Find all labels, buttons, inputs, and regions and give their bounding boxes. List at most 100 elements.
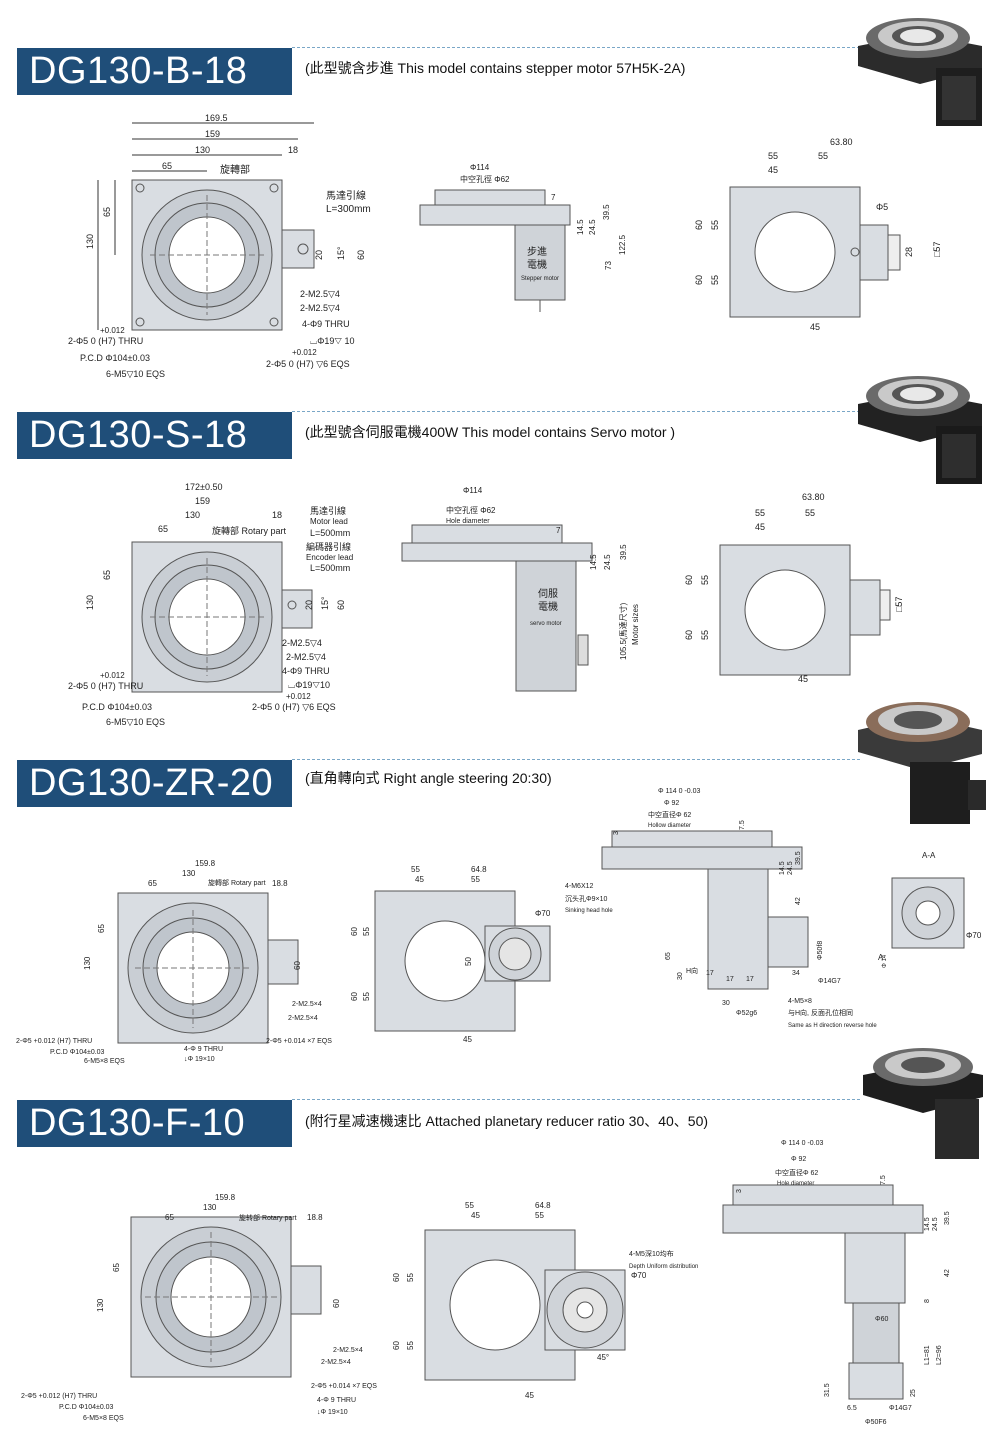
dimension-label: 55 xyxy=(805,508,815,518)
model-description: (此型號含步進 This model contains stepper moto… xyxy=(305,60,686,76)
dim-label: 169.5 xyxy=(205,113,228,123)
dimension-label: 39.5 xyxy=(619,544,628,560)
dimension-label: P.C.D Φ104±0.03 xyxy=(80,353,150,363)
dimension-label: 30 xyxy=(677,972,684,980)
dimension-label: Motor lead xyxy=(310,517,348,526)
dimension-label: □57 xyxy=(932,242,942,257)
dimension-label: 130 xyxy=(85,234,95,249)
dimension-label: 65 xyxy=(162,161,172,171)
dimension-label: 45 xyxy=(415,875,424,884)
dimension-label: 122.5 xyxy=(618,234,627,255)
dimension-label: 2-Φ5 +0.014 ×7 EQS xyxy=(266,1038,332,1045)
dimension-label: 2-Φ5 +0.012 (H7) THRU xyxy=(16,1038,92,1045)
dimension-label: 55 xyxy=(768,151,778,161)
dimension-label: 25 xyxy=(910,1389,917,1397)
dimension-label: Φ 114 0 -0.03 xyxy=(781,1140,824,1147)
product-photo xyxy=(858,702,986,824)
divider-line xyxy=(292,759,860,760)
dimension-label: 130 xyxy=(185,510,200,520)
dimension-label: 7.5 xyxy=(739,820,746,830)
dimension-label: 14.5 xyxy=(589,554,598,570)
dimension-label: 42 xyxy=(795,897,802,905)
dimension-label: 130 xyxy=(182,869,196,878)
dimension-label: 15° xyxy=(336,246,346,260)
divider-line xyxy=(292,1099,860,1100)
dimension-label: 65 xyxy=(148,879,157,888)
dimension-label: 4-Φ 9 THRU xyxy=(317,1397,356,1404)
model-title: DG130-S-18 xyxy=(17,412,292,459)
dimension-label: 7 xyxy=(556,526,561,535)
dimension-label: 63.80 xyxy=(830,137,853,147)
dimension-label: 電機 xyxy=(527,258,547,271)
side-view-drawing: Φ 114 0 -0.03 Φ 92 中空直径Φ 62 Hollow diame… xyxy=(601,788,877,1029)
dimension-label: L1=81 xyxy=(924,1345,931,1365)
top-view-drawing: 159.8 130 65 18.8 旋转部 Rotary part 65 130… xyxy=(21,1193,377,1422)
dimension-label: 65 xyxy=(102,570,112,580)
dimension-label: 2-Φ5 0 (H7) ▽6 EQS xyxy=(266,359,350,369)
dimension-label: 65 xyxy=(112,1263,121,1272)
dimension-label: 55 xyxy=(411,865,420,874)
dimension-label: 中空孔徑 Φ62 xyxy=(460,174,510,184)
dimension-label: 伺服 xyxy=(538,587,558,600)
dimension-label: 6.5 xyxy=(847,1405,857,1412)
dimension-label: 65 xyxy=(102,207,112,217)
model-title: DG130-B-18 xyxy=(17,48,292,95)
dimension-label: Φ60 xyxy=(875,1316,888,1323)
dimension-label: Encoder lead xyxy=(306,553,353,562)
dimension-label: 130 xyxy=(195,145,210,155)
dimension-label: 60 xyxy=(336,600,346,610)
dimension-label: 4-Φ9 THRU xyxy=(282,666,330,676)
dimension-label: 60 xyxy=(332,1299,341,1308)
dimension-label: 24.5 xyxy=(603,554,612,570)
dimension-label: Φ50f8 xyxy=(817,941,824,960)
dimension-label: 39.5 xyxy=(795,851,802,865)
dimension-label: Depth Uniform distribution xyxy=(629,1264,698,1270)
bottom-view-drawing: 55 45 64.8 55 60 55 60 55 50 45 Φ70 4-M6… xyxy=(350,865,613,1044)
dimension-label: 42 xyxy=(944,1269,951,1277)
model-description: (此型號含伺服電機400W This model contains Servo … xyxy=(305,424,676,440)
dimension-label: +0.012 xyxy=(100,671,125,680)
model-title: DG130-F-10 xyxy=(17,1100,292,1147)
dimension-label: 55 xyxy=(710,275,720,285)
dimension-label: 55 xyxy=(406,1273,415,1282)
dimension-label: 73 xyxy=(604,261,613,270)
dimension-label: 159 xyxy=(205,129,220,139)
dimension-label: 65 xyxy=(158,524,168,534)
dimension-label: 中空直径Φ 62 xyxy=(775,1168,818,1177)
dimension-label: 馬達引線 xyxy=(310,505,346,516)
dimension-label: 18 xyxy=(288,145,298,155)
dimension-label: ⌴Φ19▽ 10 xyxy=(310,336,354,346)
dimension-label: 2-M2.5×4 xyxy=(292,1001,322,1008)
dimension-label: 2-M2.5▽4 xyxy=(300,289,340,299)
dimension-label: P.C.D Φ104±0.03 xyxy=(59,1404,114,1411)
dimension-label: 60 xyxy=(293,961,302,970)
dimension-label: 馬達引線 xyxy=(326,189,366,202)
dimension-label: Φ 114 0 -0.03 xyxy=(658,788,701,795)
dimension-label: 4-M6X12 xyxy=(565,883,594,890)
top-view-drawing: 172±0.50 159 130 18 65 旋轉部 Rotary part 6… xyxy=(68,482,353,727)
dimension-label: 60 xyxy=(350,992,359,1001)
model-title: DG130-ZR-20 xyxy=(17,760,292,807)
dimension-label: 159.8 xyxy=(215,1193,236,1202)
dimension-label: 60 xyxy=(694,220,704,230)
dimension-label: +0.012 xyxy=(100,326,125,335)
dimension-label: Φ70 xyxy=(966,931,982,940)
dimension-label: 55 xyxy=(700,575,710,585)
section-view-drawing: A-A A Φ70 Φ 14 xyxy=(878,851,982,968)
dimension-label: 55 xyxy=(362,992,371,1001)
dimension-label: 45 xyxy=(525,1391,534,1400)
dimension-label: 中空孔徑 Φ62 xyxy=(446,505,496,515)
dimension-label: 旋轉部 Rotary part xyxy=(208,878,266,887)
dimension-label: 旋转部 Rotary part xyxy=(239,1213,297,1222)
dimension-label: 172±0.50 xyxy=(185,482,222,492)
dimension-label: 中空直径Φ 62 xyxy=(648,810,691,819)
dimension-label: 2-M2.5▽4 xyxy=(300,303,340,313)
dimension-label: ⌴Φ19▽10 xyxy=(288,680,330,690)
dimension-label: 45 xyxy=(768,165,778,175)
dimension-label: Hole diameter xyxy=(446,518,490,525)
dimension-label: 24.5 xyxy=(932,1217,939,1231)
dimension-label: Φ52g6 xyxy=(736,1010,757,1017)
dimension-label: 55 xyxy=(818,151,828,161)
dimension-label: 24.5 xyxy=(588,219,597,235)
dimension-label: 2-M2.5×4 xyxy=(288,1015,318,1022)
